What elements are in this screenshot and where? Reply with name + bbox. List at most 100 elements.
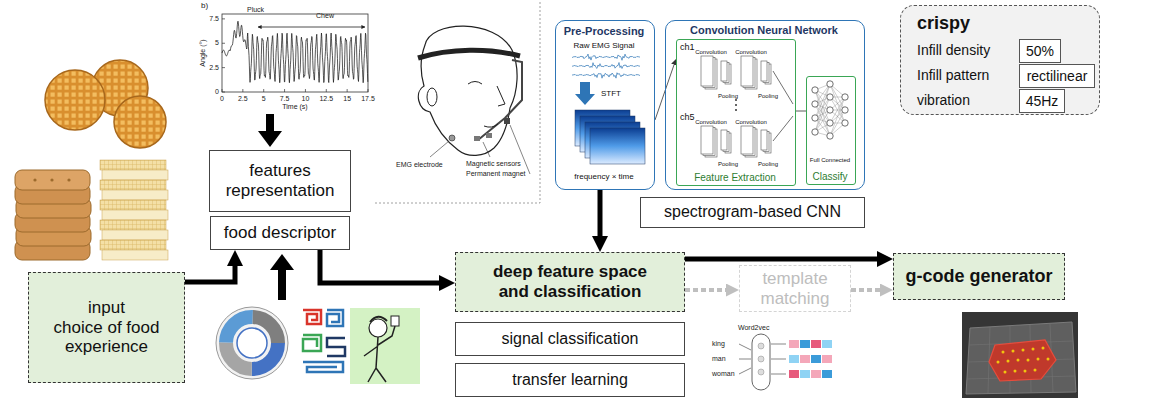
flow-arrow xyxy=(685,288,733,292)
food-photo xyxy=(102,170,168,180)
node-label: Pooling xyxy=(758,161,778,168)
angle-plot xyxy=(222,21,368,83)
node-label: Pooling xyxy=(758,93,778,100)
word2vec-figure xyxy=(800,340,810,348)
process-box: signal classification xyxy=(455,322,685,356)
node-label: ch5 xyxy=(680,112,695,122)
descriptor-icons xyxy=(369,319,387,337)
value-box: 45Hz xyxy=(1019,89,1065,113)
descriptor-icons xyxy=(226,317,278,369)
node-label: Convolution xyxy=(735,49,767,56)
value-box: rectilinear xyxy=(1019,64,1095,88)
print-preview-render xyxy=(1042,347,1045,350)
angle-plot xyxy=(222,14,368,92)
print-preview-render xyxy=(962,312,1078,398)
descriptor-icons xyxy=(303,335,321,351)
node-label: Infill pattern xyxy=(917,67,989,83)
emg-preprocessing-figure xyxy=(572,54,640,60)
cnn-figure xyxy=(812,101,818,107)
print-preview-render xyxy=(1002,351,1005,354)
descriptor-icons xyxy=(364,326,395,382)
angle-plot xyxy=(222,19,368,92)
process-box: features representation xyxy=(209,150,351,212)
cnn-figure xyxy=(735,104,737,106)
annotation-label: Word2vec xyxy=(738,324,769,332)
node-label: Convolution Neural Network xyxy=(666,24,862,37)
emg-preprocessing-figure xyxy=(590,128,645,164)
print-preview-render xyxy=(1027,359,1030,362)
word2vec-figure xyxy=(800,370,810,378)
node-label: rectilinear xyxy=(1027,68,1088,84)
node-label: Pooling xyxy=(718,161,738,168)
cnn-figure xyxy=(735,109,737,111)
cnn-figure xyxy=(741,56,753,86)
process-box: transfer learning xyxy=(455,363,685,397)
cnn-figure xyxy=(721,61,727,81)
flow-arrow xyxy=(270,254,294,300)
head-sensor-drawing xyxy=(504,118,510,124)
head-sensor-drawing xyxy=(497,86,505,106)
annotation-label: 15 xyxy=(343,95,351,103)
node-label: input xyxy=(88,298,125,318)
node-label: food descriptor xyxy=(224,223,336,243)
food-photo xyxy=(33,178,36,181)
word2vec-figure xyxy=(800,355,810,363)
descriptor-icons xyxy=(327,310,343,326)
descriptor-icons xyxy=(226,317,278,369)
word2vec-figure xyxy=(758,343,764,349)
annotation-label: Time (s) xyxy=(282,103,307,111)
print-preview-render xyxy=(997,347,1050,374)
food-photo xyxy=(100,200,166,210)
node-label: vibration xyxy=(917,92,970,108)
node-label: Infill density xyxy=(917,42,990,58)
annotation-label: 0 xyxy=(220,95,224,103)
food-photo xyxy=(102,190,168,200)
food-photo xyxy=(100,220,166,230)
annotation-label: woman xyxy=(712,370,735,378)
head-sensor-drawing xyxy=(418,26,530,174)
descriptor-icons xyxy=(350,308,420,384)
head-sensor-drawing xyxy=(468,82,482,85)
annotation-label: Chew xyxy=(316,12,334,20)
annotation-label: Angle (°) xyxy=(199,39,207,66)
node-label: Classify xyxy=(807,171,853,183)
word2vec-figure xyxy=(758,356,764,362)
print-preview-render xyxy=(966,322,1076,394)
annotation-label: EMG electrode xyxy=(396,161,443,169)
print-preview-render xyxy=(1014,370,1017,373)
word2vec-figure xyxy=(771,344,786,374)
node-label: Feature Extraction xyxy=(677,172,793,184)
node-label: crispy xyxy=(917,13,970,34)
process-box: deep feature space and classification xyxy=(455,252,685,312)
annotation-label: 0 xyxy=(215,88,219,96)
descriptor-icons xyxy=(216,307,420,384)
feature-extraction-box: Feature Extractionch1ch5ConvolutionConvo… xyxy=(676,39,796,186)
node-label: spectrogram-based CNN xyxy=(664,203,841,221)
flow-arrow xyxy=(598,190,603,244)
food-photo xyxy=(15,170,90,190)
process-box: spectrogram-based CNN xyxy=(640,197,865,228)
annotation-label: 12.5 xyxy=(319,95,333,103)
descriptor-icons xyxy=(237,328,267,358)
cnn-figure xyxy=(842,107,848,113)
food-photo xyxy=(50,178,53,181)
emg-preprocessing-figure xyxy=(572,73,640,78)
cnn-figure xyxy=(773,71,793,141)
word2vec-figure xyxy=(789,370,799,378)
head-sensor-drawing xyxy=(484,124,498,127)
node-label: Pre-Processing xyxy=(556,25,652,38)
node-label: Full Connected xyxy=(807,157,853,164)
print-preview-render xyxy=(967,324,1075,393)
separator-line xyxy=(375,2,540,203)
cnn-figure xyxy=(812,115,818,121)
node-label: deep feature space and classification xyxy=(483,262,658,301)
descriptor-icons xyxy=(216,307,288,379)
node-label: Pooling xyxy=(718,93,738,100)
process-box: food descriptor xyxy=(210,216,350,250)
flow-arrow xyxy=(320,250,447,283)
node-label: frequency × time xyxy=(556,172,652,181)
print-preview-render xyxy=(1037,358,1040,361)
cnn-figure xyxy=(842,120,848,126)
print-preview-render xyxy=(1007,360,1010,363)
descriptor-icons xyxy=(303,362,343,372)
